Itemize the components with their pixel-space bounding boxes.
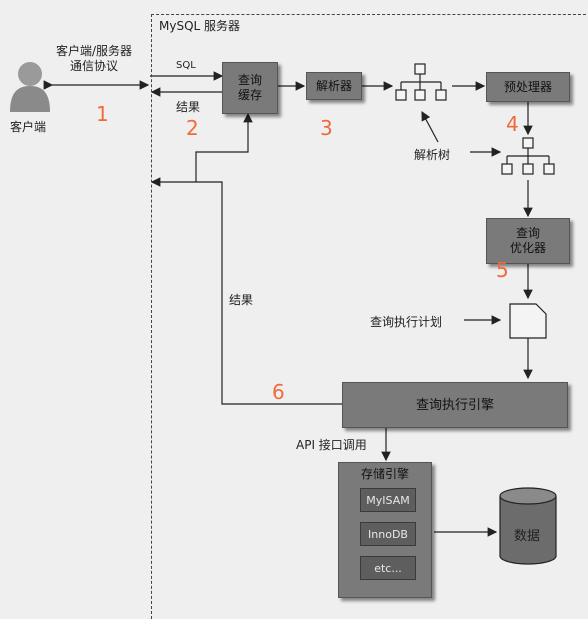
step-number-4: 4 — [506, 112, 519, 136]
mysql-server-boundary — [151, 14, 588, 619]
step-number-3: 3 — [320, 116, 333, 140]
parse-tree-processed-diagram — [501, 137, 555, 175]
client-label: 客户端 — [10, 120, 47, 134]
storage-engine-label: 存储引擎 — [360, 467, 409, 481]
result-label-left: 结果 — [229, 293, 254, 307]
data-label: 数据 — [514, 529, 541, 544]
innodb-box: InnoDB — [360, 522, 416, 546]
parse-tree-label: 解析树 — [414, 148, 451, 162]
result-label-top: 结果 — [176, 100, 201, 114]
parser-box: 解析器 — [306, 72, 362, 100]
execution-plan-document-icon — [509, 303, 547, 339]
optimizer-box: 查询 优化器 — [486, 218, 570, 264]
query-cache-box: 查询 缓存 — [222, 62, 278, 114]
execution-engine-box: 查询执行引擎 — [342, 382, 568, 428]
parse-tree-diagram — [395, 63, 447, 101]
etc-box: etc... — [360, 556, 416, 580]
api-call-label: API 接口调用 — [296, 438, 367, 452]
step-number-5: 5 — [496, 258, 509, 282]
myisam-box: MyISAM — [360, 488, 416, 512]
exec-plan-label: 查询执行计划 — [370, 315, 443, 329]
step-number-1: 1 — [96, 102, 109, 126]
protocol-label: 客户端/服务器 通信协议 — [56, 44, 133, 73]
step-number-2: 2 — [186, 116, 199, 140]
client-person-icon — [10, 62, 50, 112]
data-cylinder-icon — [499, 487, 557, 565]
sql-label: SQL — [176, 60, 196, 71]
step-number-6: 6 — [272, 380, 285, 404]
server-title: MySQL 服务器 — [159, 19, 241, 33]
preprocessor-box: 预处理器 — [486, 72, 570, 102]
